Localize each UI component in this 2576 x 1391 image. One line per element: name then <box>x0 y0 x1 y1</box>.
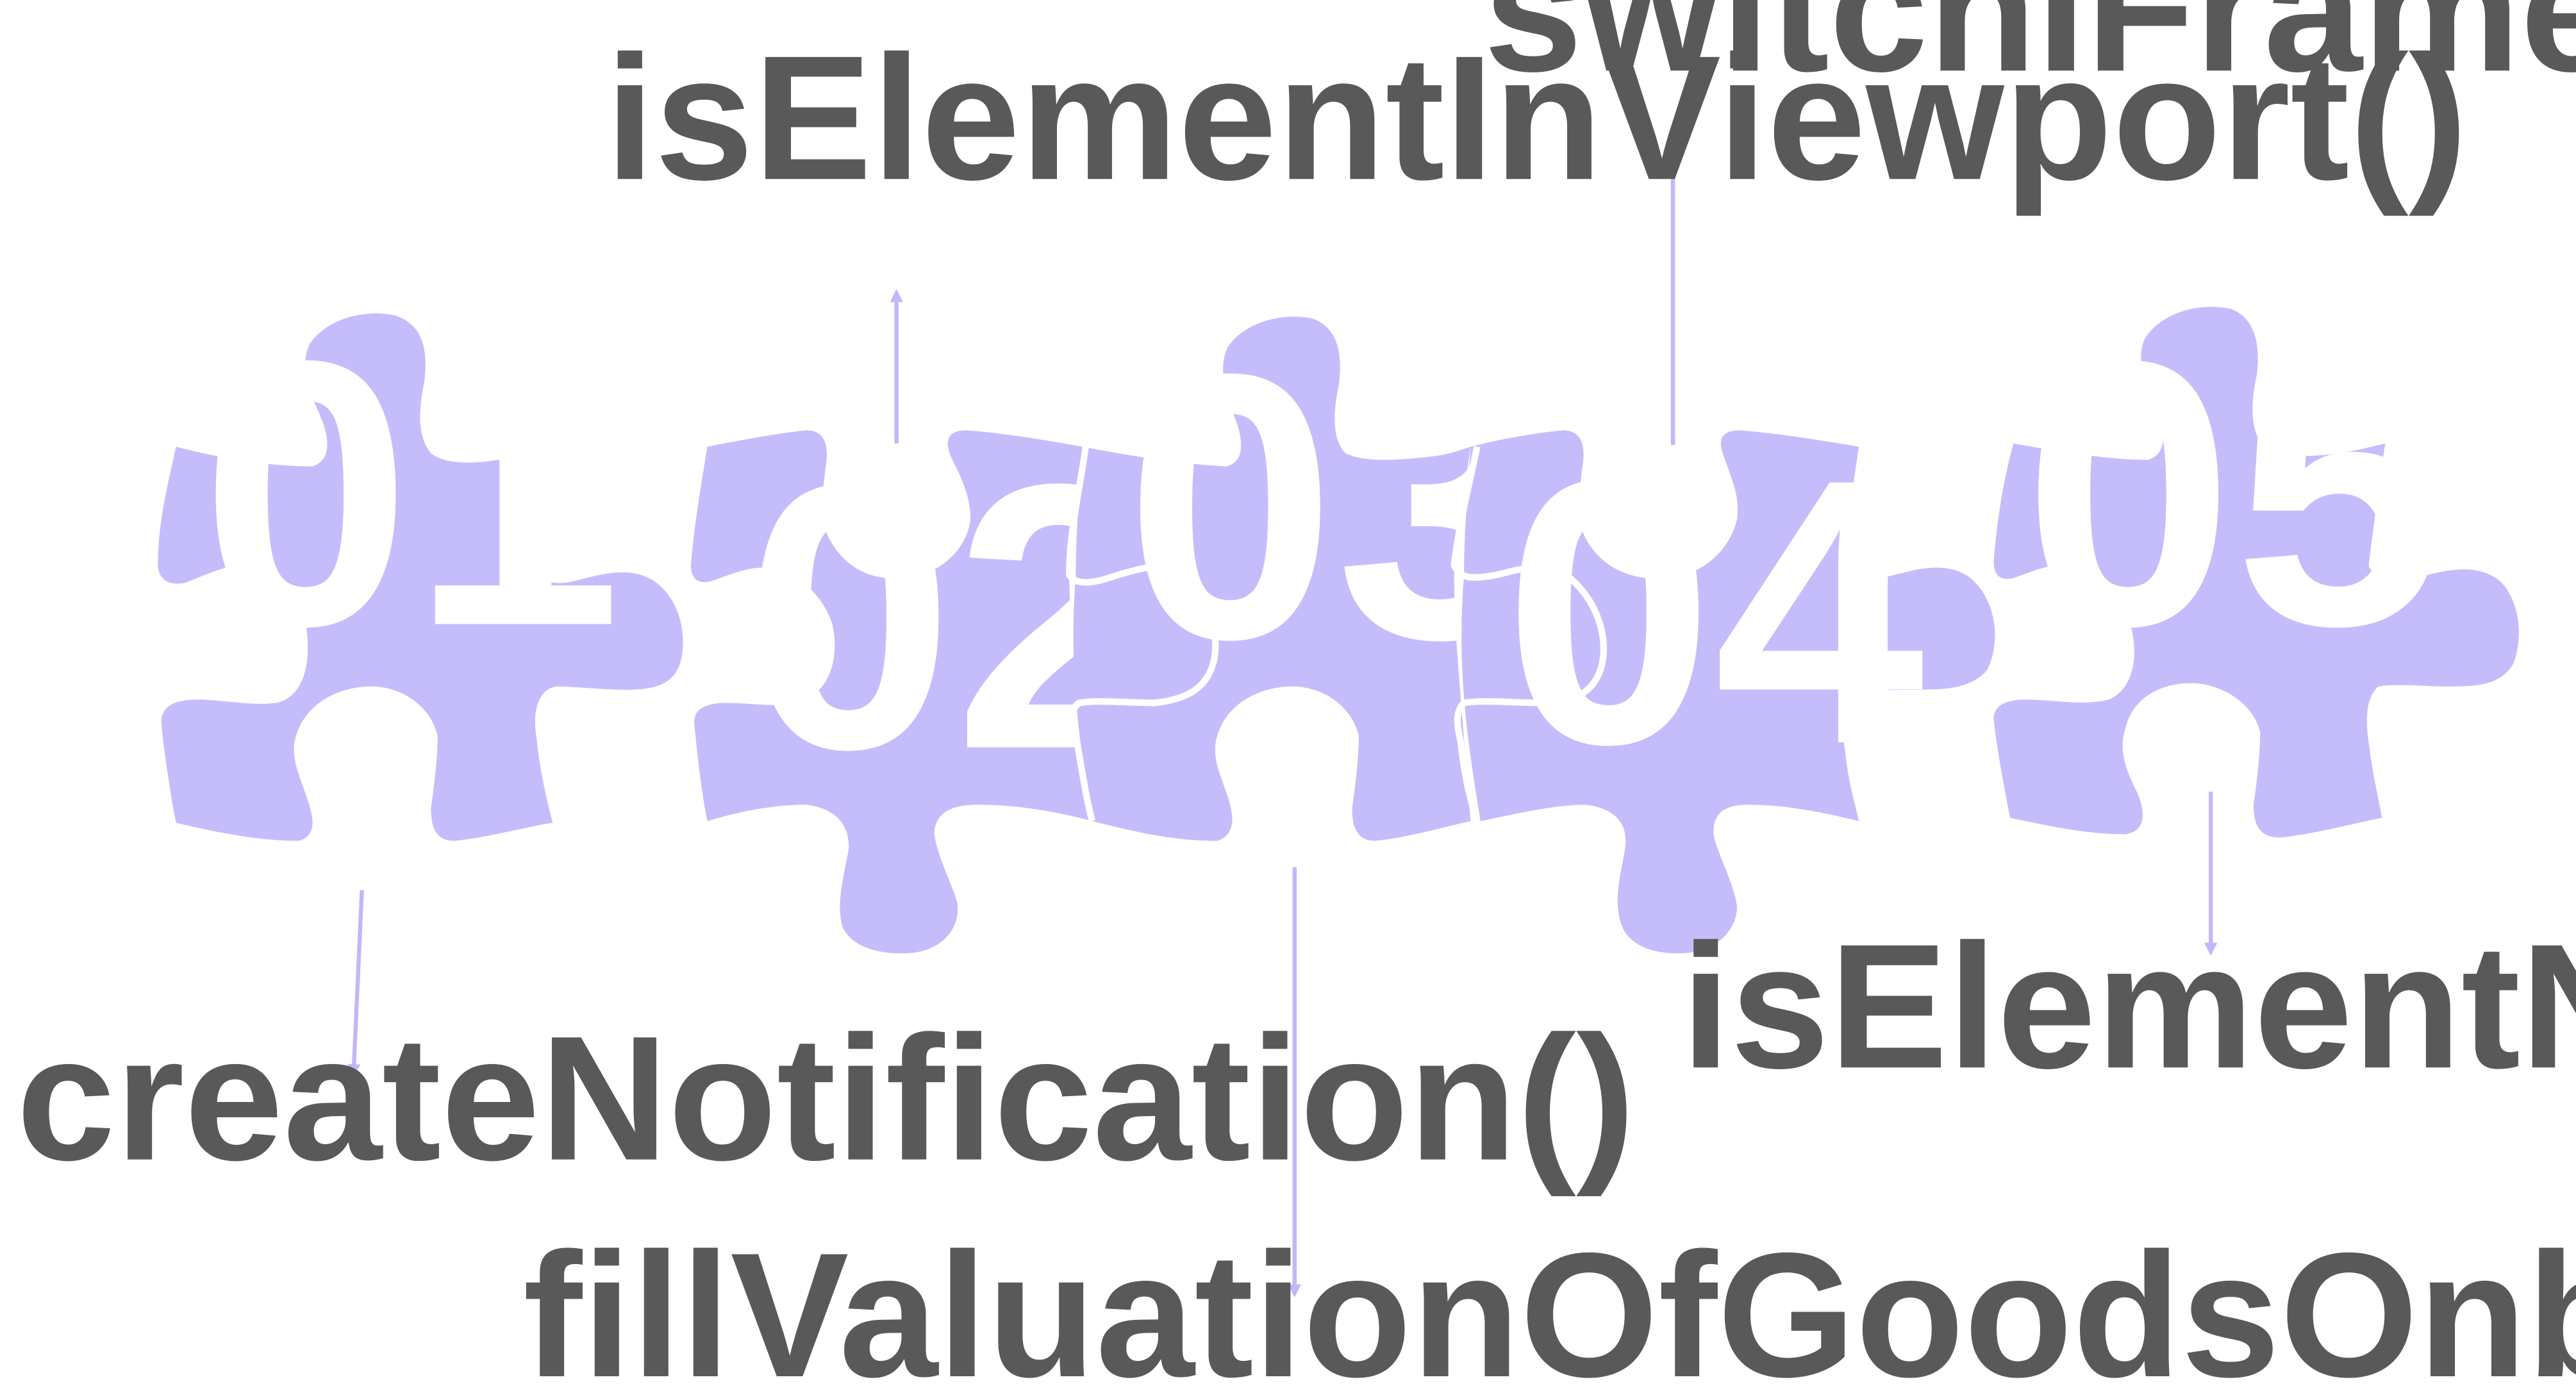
piece-number-01: 01 <box>201 282 622 704</box>
puzzle-piece-05: 05 <box>1993 282 2519 838</box>
piece-number-05: 05 <box>2023 282 2445 704</box>
piece-number-04: 04 <box>1504 400 1927 822</box>
puzzle-piece-01: 01 <box>158 282 683 841</box>
connector-01 <box>347 890 364 1078</box>
label-piece-04: switchIFramesUntil() <box>1484 0 2576 110</box>
label-piece-05: isElementNotInViewport() <box>1681 907 2576 1106</box>
label-piece-01: createNotification() <box>17 999 1636 1198</box>
label-piece-03: fillValuationOfGoodsOnboardingIndexedDB(… <box>523 1215 2576 1391</box>
label-piece-02: isElementInViewport() <box>605 18 2468 217</box>
puzzle-piece-04: 04 <box>1450 400 1995 954</box>
